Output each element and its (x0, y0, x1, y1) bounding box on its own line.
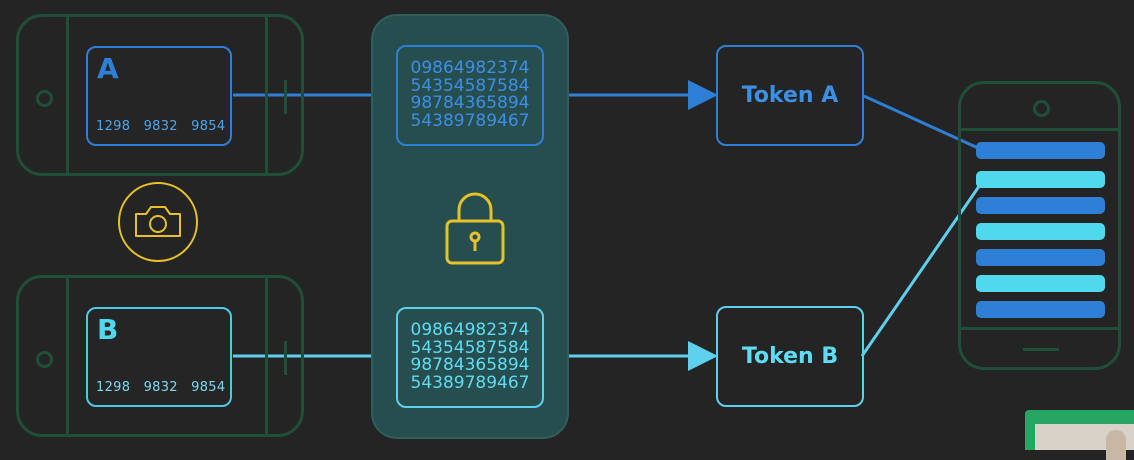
vault-number: 54354587584 (410, 75, 530, 96)
phone-a-divider-right (265, 17, 268, 173)
line-token-b-to-phone (860, 181, 984, 357)
vault-number: 54389789467 (410, 372, 530, 393)
token-list-item (976, 301, 1105, 318)
vault-number: 98784365894 (410, 355, 530, 376)
phone-b-divider-left (66, 278, 69, 434)
vault-number: 09864982374 (410, 320, 530, 340)
vault-numbers-b: 09864982374 54354587584 98784365894 5438… (396, 307, 544, 408)
card-a-letter: A (97, 52, 119, 85)
vault-number: 54389789467 (410, 110, 530, 131)
phone-a-divider-left (66, 17, 69, 173)
phone-b-speaker (284, 341, 287, 375)
phone-receiver (958, 81, 1121, 370)
camera-icon (118, 182, 198, 262)
phone-a-speaker (284, 80, 287, 114)
tokenization-diagram: A 1298 9832 9854 B 1298 9832 9854 098649… (16, 14, 1134, 460)
vault-numbers-a: 09864982374 54354587584 98784365894 5438… (396, 45, 544, 146)
phone-b-home-button (36, 351, 53, 368)
token-b-label: Token B (741, 344, 839, 369)
token-list-item (976, 249, 1105, 266)
phone-b-divider-right (265, 278, 268, 434)
token-b-box: Token B (716, 306, 864, 407)
video-overlay (1025, 410, 1134, 460)
presenter-figure (1106, 430, 1126, 460)
card-b-letter: B (97, 313, 119, 346)
phone-b (16, 275, 304, 437)
vault-number: 09864982374 (410, 58, 530, 78)
token-a-label: Token A (741, 83, 839, 108)
token-list-item (976, 275, 1105, 292)
token-list-item (976, 171, 1105, 188)
token-a-box: Token A (716, 45, 864, 146)
phone-receiver-top-bezel (961, 128, 1118, 131)
token-vault (371, 14, 569, 439)
phone-receiver-bottom-bezel (961, 327, 1118, 330)
card-a-number: 1298 9832 9854 (96, 119, 226, 134)
phone-a (16, 14, 304, 176)
connector-lines (233, 80, 984, 371)
token-list-item (976, 142, 1105, 159)
vault-number: 98784365894 (410, 93, 530, 114)
token-list-item (976, 223, 1105, 240)
padlock-icon (444, 186, 506, 272)
phone-receiver-camera (1033, 100, 1050, 117)
card-a: A 1298 9832 9854 (86, 46, 232, 146)
video-overlay-frame (1035, 424, 1134, 460)
card-b-number: 1298 9832 9854 (96, 380, 226, 395)
phone-receiver-home-bar (1023, 348, 1059, 351)
token-list-item (976, 197, 1105, 214)
phone-a-home-button (36, 90, 53, 107)
vault-number: 54354587584 (410, 337, 530, 358)
card-b: B 1298 9832 9854 (86, 307, 232, 407)
